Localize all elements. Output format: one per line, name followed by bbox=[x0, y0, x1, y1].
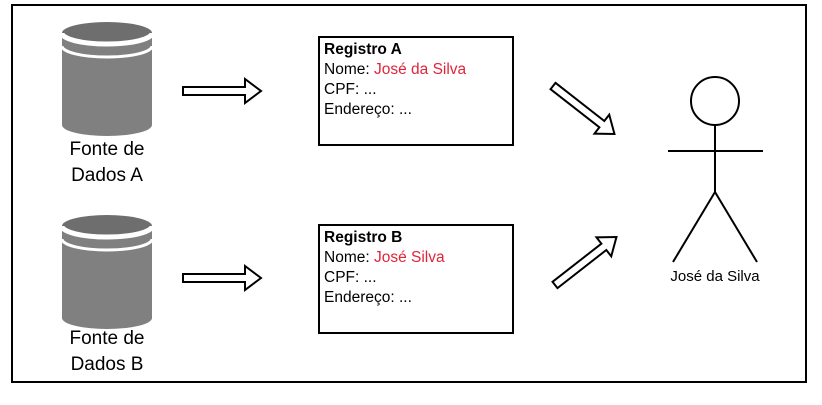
source-label-line2: Dados A bbox=[71, 165, 143, 186]
record-address-line: Endereço: ... bbox=[324, 289, 412, 306]
record-name-value: José da Silva bbox=[373, 61, 467, 78]
record-title: Registro A bbox=[324, 41, 402, 58]
arrow-right-icon bbox=[182, 264, 263, 292]
person-label: José da Silva bbox=[670, 268, 760, 285]
arrow-up-right-icon bbox=[551, 235, 618, 290]
person-icon bbox=[668, 76, 763, 263]
source-label-line1: Fonte de bbox=[69, 139, 145, 160]
source-label-b: Fonte de Dados B bbox=[47, 326, 167, 378]
arrow-down-right-icon bbox=[549, 81, 616, 136]
record-address-line: Endereço: ... bbox=[324, 101, 412, 118]
source-label-a: Fonte de Dados A bbox=[47, 137, 167, 189]
record-a-box: Registro A Nome: José da Silva CPF: ... … bbox=[318, 36, 514, 146]
record-name-key: Nome: bbox=[324, 249, 374, 266]
source-label-line2: Dados B bbox=[70, 354, 144, 375]
database-icon bbox=[59, 215, 155, 329]
source-label-line1: Fonte de bbox=[69, 328, 145, 349]
record-name-key: Nome: bbox=[324, 61, 374, 78]
database-icon bbox=[59, 22, 155, 136]
record-name-value: José Silva bbox=[373, 249, 445, 266]
record-cpf-line: CPF: ... bbox=[324, 81, 377, 98]
arrow-right-icon bbox=[182, 77, 263, 105]
record-name-line: Nome: José da Silva bbox=[324, 60, 512, 80]
record-title: Registro B bbox=[324, 229, 403, 246]
record-name-line: Nome: José Silva bbox=[324, 248, 512, 268]
record-cpf-line: CPF: ... bbox=[324, 269, 377, 286]
record-b-box: Registro B Nome: José Silva CPF: ... End… bbox=[318, 224, 514, 334]
